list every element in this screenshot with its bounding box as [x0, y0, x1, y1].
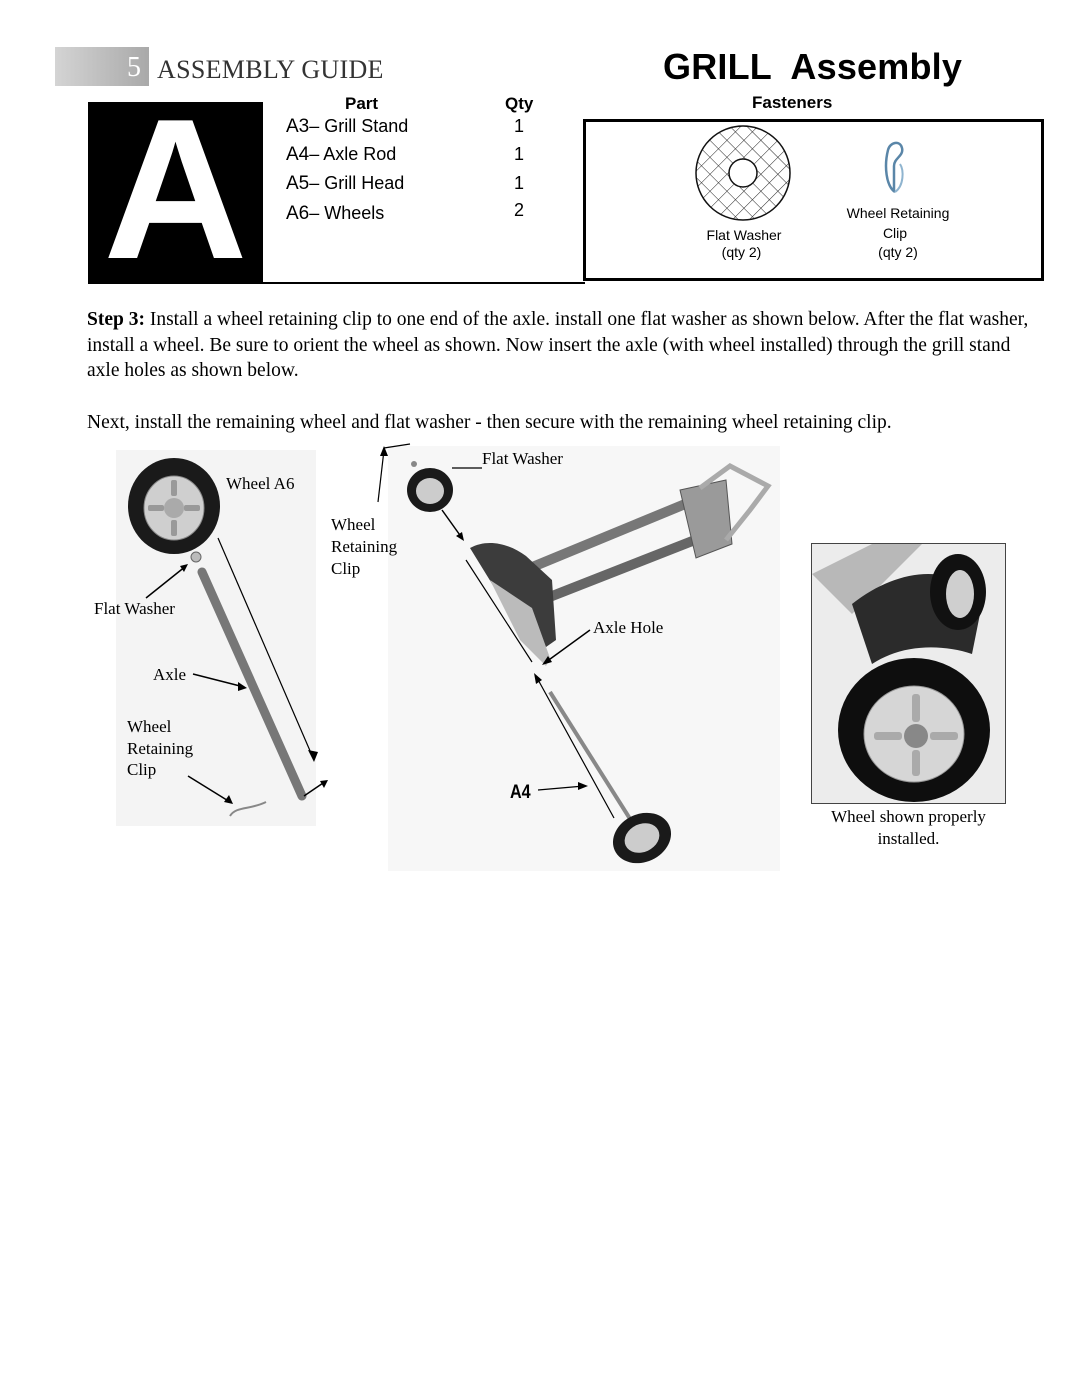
section-title: ASSEMBLY GUIDE — [157, 55, 384, 84]
label-clip-line: Wheel — [127, 717, 172, 736]
part-code: A3 — [286, 116, 310, 137]
fasteners-title: Fasteners — [752, 93, 833, 112]
part-code: A5 — [286, 173, 310, 194]
clip-qty: (qty 2) — [878, 244, 918, 260]
step-text: Install a wheel retaining clip to one en… — [87, 309, 1029, 381]
label-wheel-a6: Wheel A6 — [226, 474, 295, 493]
part-qty: 1 — [514, 144, 525, 164]
part-row: A6– Wheels — [286, 203, 384, 225]
part-qty: 1 — [514, 173, 525, 193]
next-paragraph: Next, install the remaining wheel and fl… — [87, 412, 892, 433]
part-code: A4 — [286, 144, 310, 165]
qty-column-header: Qty — [505, 94, 534, 113]
section-tab — [55, 47, 149, 86]
step-letter: A — [103, 78, 248, 301]
fasteners-box — [583, 119, 1044, 281]
step-paragraph: Step 3: Install a wheel retaining clip t… — [87, 307, 1037, 384]
flat-washer-icon — [695, 125, 791, 221]
inset-caption-line1: Wheel shown properly — [831, 807, 986, 826]
part-name: – Grill Stand — [309, 116, 409, 136]
label-clip-line: Retaining — [127, 739, 194, 758]
label-flat-washer: Flat Washer — [94, 599, 175, 618]
part-row: A5– Grill Head — [286, 173, 404, 195]
divider — [88, 282, 585, 284]
label-clip-line: Clip — [127, 760, 157, 779]
part-code: A6 — [286, 203, 310, 224]
label-clip-mid-line: Wheel — [331, 515, 376, 534]
label-a4: A4 — [510, 782, 531, 803]
part-column-header: Part — [345, 94, 379, 113]
section-number: 5 — [127, 52, 141, 83]
step-label: Step 3: — [87, 309, 145, 330]
part-row: A3– Grill Stand — [286, 116, 408, 138]
inset-caption-line2: installed. — [877, 829, 940, 848]
part-qty: 2 — [514, 200, 525, 220]
label-clip-mid-line: Clip — [331, 559, 361, 578]
label-axle: Axle — [153, 665, 187, 684]
wheel-axle-exploded-diagram — [128, 458, 328, 817]
step-letter-box — [88, 102, 263, 283]
part-name: – Grill Head — [309, 173, 405, 193]
flat-washer-label: Flat Washer — [706, 227, 782, 243]
page-title: GRILL Assembly — [663, 46, 963, 87]
label-axle-hole: Axle Hole — [593, 618, 664, 637]
clip-label-line2: Clip — [882, 225, 908, 241]
label-clip-mid-line: Retaining — [331, 537, 398, 556]
installed-wheel-inset — [811, 543, 1006, 804]
part-qty: 1 — [514, 116, 525, 136]
label-flat-washer-top: Flat Washer — [482, 449, 563, 468]
flat-washer-qty: (qty 2) — [721, 244, 762, 260]
clip-label-line1: Wheel Retaining — [846, 205, 950, 221]
grill-stand-diagram — [377, 443, 772, 864]
part-row: A4– Axle Rod — [286, 144, 396, 166]
part-name: – Wheels — [309, 203, 385, 223]
installed-wheel-image — [812, 544, 1005, 803]
part-name: – Axle Rod — [309, 144, 397, 164]
retaining-clip-icon — [884, 141, 904, 194]
